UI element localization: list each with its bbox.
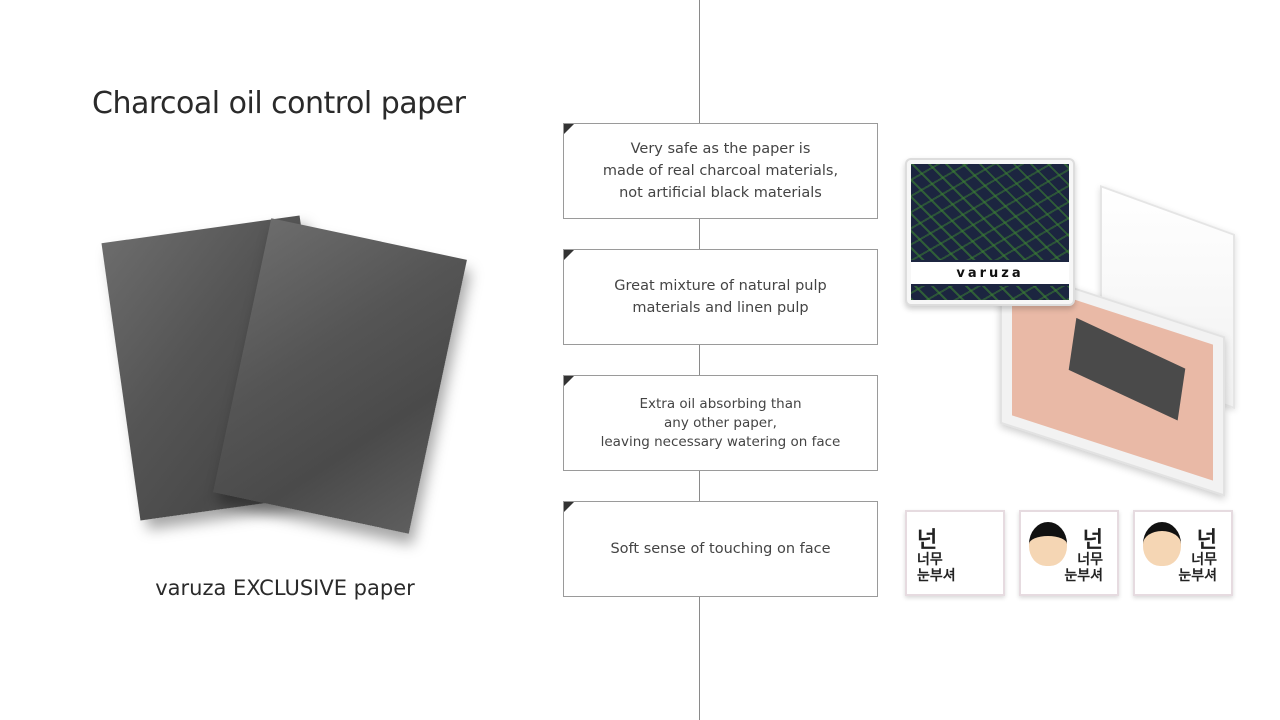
- timeline-line: [699, 0, 700, 720]
- corner-marker: [564, 250, 574, 260]
- feature-box: Extra oil absorbing than any other paper…: [563, 375, 878, 471]
- sticker-text: 너무 눈부셔: [917, 552, 956, 584]
- paper-caption: varuza EXCLUSIVE paper: [155, 576, 415, 600]
- cartoon-boy: [1143, 522, 1181, 566]
- feature-box: Soft sense of touching on face: [563, 501, 878, 597]
- feature-text: Very safe as the paper is made of real c…: [602, 141, 839, 201]
- sticker-text: 넌: [1082, 528, 1103, 553]
- feature-text: Soft sense of touching on face: [610, 541, 831, 557]
- cartoon-girl: [1029, 522, 1067, 566]
- corner-marker: [564, 376, 574, 386]
- sticker-text: 너무 눈부셔: [1178, 552, 1217, 584]
- feature-box: Very safe as the paper is made of real c…: [563, 123, 878, 219]
- corner-marker: [564, 124, 574, 134]
- feature-text: Extra oil absorbing than any other paper…: [600, 395, 841, 450]
- sticker-text: 넌: [917, 528, 938, 553]
- brand-label: varuza: [911, 260, 1069, 286]
- sticker-text: 너무 눈부셔: [1064, 552, 1103, 584]
- feature-text: Great mixture of natural pulp materials …: [614, 278, 827, 316]
- page-title: Charcoal oil control paper: [92, 86, 466, 121]
- sticker-text: 넌: [1196, 528, 1217, 553]
- feature-box: Great mixture of natural pulp materials …: [563, 249, 878, 345]
- corner-marker: [564, 502, 574, 512]
- closed-compact-image: varuza: [905, 158, 1075, 306]
